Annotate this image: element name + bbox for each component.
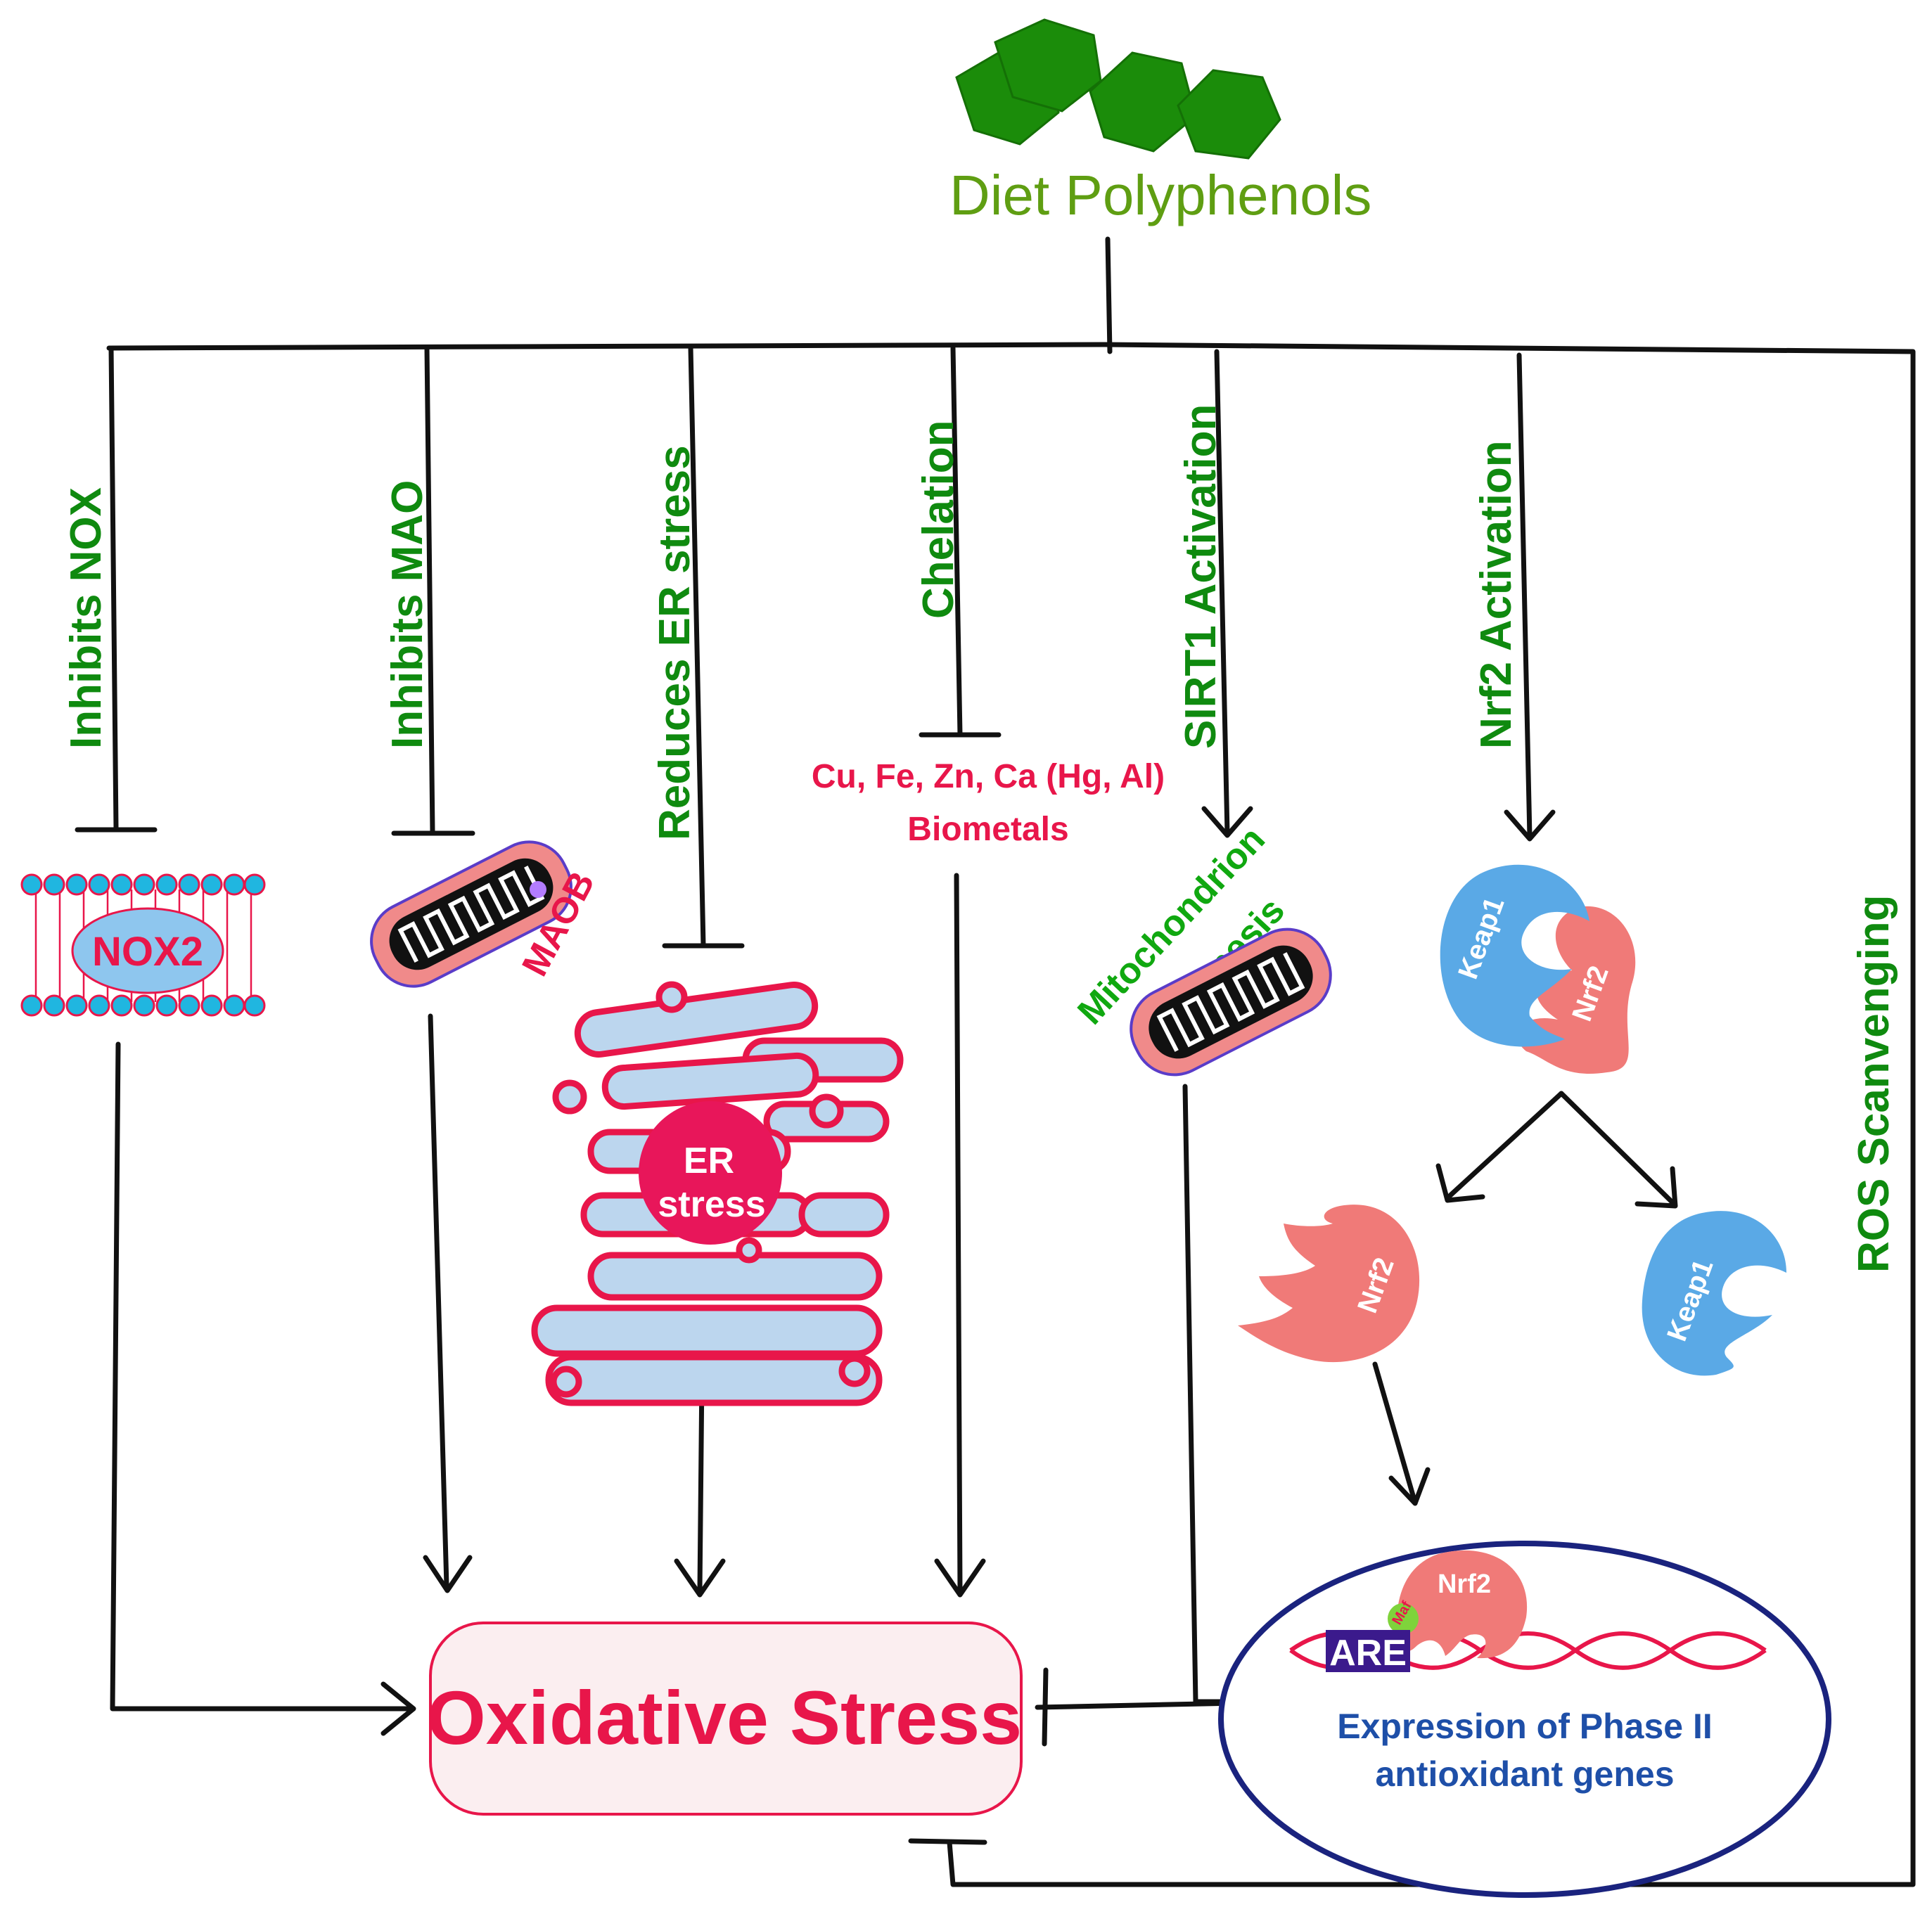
nrf2-label-nucleus: Nrf2	[1438, 1569, 1491, 1599]
expression-line2: antioxidant genes	[1375, 1754, 1674, 1794]
title: Diet Polyphenols	[949, 164, 1371, 226]
mitochondrion-icon	[1130, 927, 1332, 1077]
are-box	[1326, 1630, 1410, 1672]
er-stress-line2: stress	[658, 1184, 765, 1225]
are-label: ARE	[1329, 1633, 1407, 1674]
expression-line1: Expression of Phase II	[1337, 1707, 1713, 1746]
label-inhibits-mao: Inhibits MAO	[383, 480, 432, 749]
er-stress-line1: ER	[684, 1141, 734, 1181]
metals-label-line1: Cu, Fe, Zn, Ca (Hg, Al)	[812, 758, 1165, 795]
nox2-label: NOX2	[92, 929, 203, 975]
keap1-protein-icon	[1642, 1211, 1786, 1376]
nrf2-protein-icon	[1238, 1205, 1420, 1363]
oxidative-stress-label: Oxidative Stress	[427, 1675, 1022, 1760]
label-ros-scavenging: ROS Scanvenging	[1850, 895, 1898, 1273]
label-inhibits-nox: Inhibits NOX	[62, 487, 110, 749]
label-chelation: Chelation	[914, 420, 963, 619]
maob-mitochondrion-icon	[370, 840, 572, 988]
metals-label-line2: Biometals	[907, 811, 1068, 848]
polyphenol-hexagons-icon	[955, 18, 1281, 160]
connector-lines	[75, 236, 1916, 1887]
er-stress-badge	[639, 1101, 782, 1245]
maf-marker-icon	[1388, 1603, 1419, 1634]
label-reduces-er: Reduces ER stress	[651, 445, 699, 840]
maob-marker-icon	[530, 881, 546, 898]
keap1-nrf2-complex-icon	[1440, 864, 1636, 1074]
nox2-membrane-icon	[20, 873, 266, 1017]
nrf2-bound-icon	[1396, 1550, 1528, 1659]
label-sirt1: SIRT1 Activation	[1177, 404, 1225, 749]
oxidative-stress-box	[429, 1622, 1023, 1816]
label-nrf2-activation: Nrf2 Activation	[1472, 440, 1521, 749]
